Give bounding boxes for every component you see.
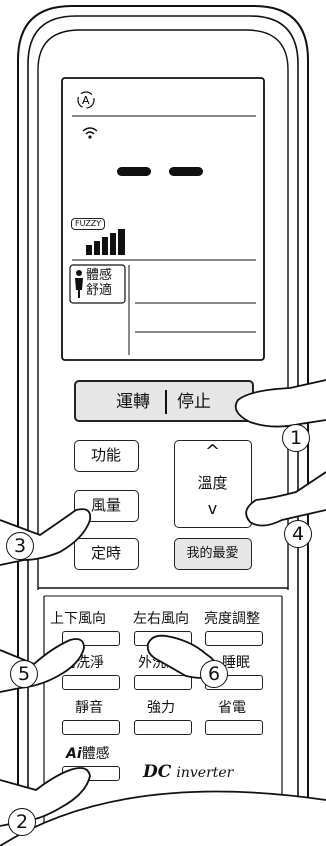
powerful-label: 強力	[147, 700, 175, 716]
body-comfort-line1: 體感	[86, 268, 113, 283]
favorite-button[interactable]: 我的最愛	[174, 538, 252, 570]
body-comfort-label: 體感 舒適	[86, 268, 112, 298]
callout-1: 1	[282, 424, 310, 452]
callout-2: 2	[8, 808, 36, 836]
leftright-label: 左右風向	[133, 611, 189, 627]
fuzzy-indicator: FUZZY	[71, 218, 106, 230]
temperature-label: 溫度	[197, 474, 228, 492]
function-label: 功能	[90, 446, 121, 464]
updown-label: 上下風向	[50, 611, 106, 627]
callout-5: 5	[10, 660, 38, 688]
run-stop-button[interactable]: 運轉 停止	[74, 380, 254, 422]
outer-clean-button[interactable]	[134, 675, 192, 690]
fan-label: 風量	[90, 496, 121, 514]
sleep-label: 睡眠	[222, 655, 250, 671]
ai-prefix: Ai	[66, 746, 82, 762]
logo-dc: DC	[143, 762, 172, 782]
favorite-label: 我的最愛	[186, 546, 239, 561]
brightness-button[interactable]	[205, 631, 263, 646]
timer-label: 定時	[90, 544, 121, 562]
quiet-button[interactable]	[62, 720, 120, 735]
temp-up-icon[interactable]: ^	[204, 441, 221, 462]
ai-sense-label: Ai體感	[66, 747, 110, 761]
inner-clean-button[interactable]	[62, 675, 120, 690]
eco-button[interactable]	[205, 720, 263, 735]
timer-button[interactable]: 定時	[74, 538, 139, 570]
callout-4: 4	[284, 520, 312, 548]
callout-6: 6	[200, 660, 228, 688]
run-stop-divider	[165, 390, 167, 414]
temperature-button[interactable]: ^ 溫度 v	[174, 440, 252, 528]
eco-label: 省電	[218, 700, 246, 716]
quiet-label: 靜音	[75, 700, 103, 716]
function-button[interactable]: 功能	[74, 440, 139, 472]
body-comfort-line2: 舒適	[86, 283, 113, 298]
temp-down-icon[interactable]: v	[207, 499, 218, 518]
brightness-label: 亮度調整	[204, 611, 260, 627]
run-label: 運轉	[116, 392, 150, 412]
stop-label: 停止	[177, 392, 211, 412]
dc-inverter-logo: DC inverter	[143, 762, 233, 782]
callout-3: 3	[6, 532, 34, 560]
powerful-button[interactable]	[134, 720, 192, 735]
svg-text:A: A	[82, 94, 90, 107]
logo-inverter: inverter	[176, 765, 234, 781]
ai-sense-text: 體感	[81, 746, 110, 762]
fan-button[interactable]: 風量	[74, 490, 139, 522]
